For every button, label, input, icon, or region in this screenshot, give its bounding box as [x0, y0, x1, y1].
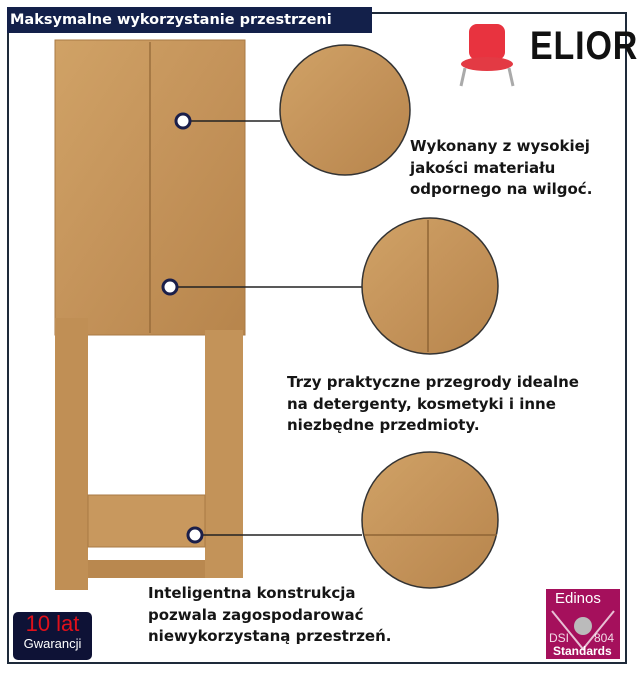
- feature-line: Wykonany z wysokiej: [410, 137, 590, 155]
- brand-logo: [455, 18, 625, 88]
- feature-line: jakości materiału: [410, 158, 556, 177]
- feature-line: pozwala zagospodarować: [148, 605, 364, 624]
- brand-name: ELIOR: [530, 24, 639, 68]
- checkmark-icon: [551, 610, 615, 651]
- feature-line: Inteligentna konstrukcja: [148, 584, 356, 602]
- warranty-label: Gwarancji: [23, 636, 82, 651]
- warranty-badge: 10 lat Gwarancji: [13, 612, 92, 660]
- chair-icon: [459, 24, 515, 87]
- cabinet: [54, 39, 246, 590]
- warranty-years: 10 lat: [25, 611, 80, 636]
- page-title: Maksymalne wykorzystanie przestrzeni: [7, 7, 372, 33]
- callout-dots: [161, 112, 204, 544]
- feature-line: Trzy praktyczne przegrody idealne: [287, 373, 579, 391]
- certificate-right: 804: [594, 631, 615, 645]
- certificate-bottom: Standards: [553, 644, 612, 658]
- certificate-name: Edinos: [555, 590, 601, 607]
- feature-line: na detergenty, kosmetyki i inne: [287, 394, 556, 413]
- callout-lines: [170, 120, 362, 536]
- feature-construction: Inteligentna konstrukcja pozwala zagospo…: [148, 583, 391, 648]
- feature-shelves: Trzy praktyczne przegrody idealne na det…: [287, 372, 579, 437]
- feature-line: niezbędne przedmioty.: [287, 416, 480, 434]
- feature-line: odpornego na wilgoć.: [410, 180, 593, 198]
- feature-line: niewykorzystaną przestrzeń.: [148, 627, 392, 645]
- detail-circles: [279, 44, 499, 589]
- certificate-left: DSI: [549, 631, 570, 645]
- certificate-badge: Edinos DSI 804 Standards: [546, 589, 620, 659]
- feature-material: Wykonany z wysokiej jakości materiału od…: [410, 136, 592, 201]
